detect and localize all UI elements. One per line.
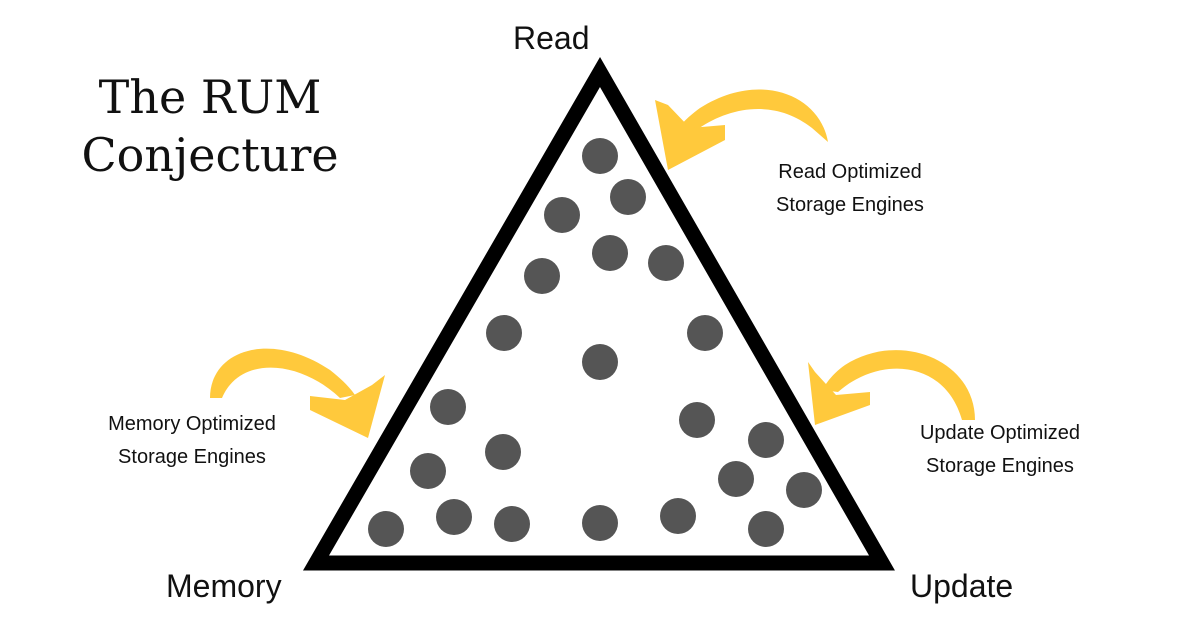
title-line-1: The RUM [98,70,322,124]
dot [660,498,696,534]
read-arrow-icon [655,89,828,170]
dot [368,511,404,547]
annotation-line: Read Optimized [778,161,922,183]
annotation-line: Memory Optimized [108,413,276,435]
annotation-update-optimized: Update Optimized Storage Engines [890,417,1110,483]
dot [410,453,446,489]
annotation-line: Update Optimized [919,422,1081,444]
dot [494,506,530,542]
dot [544,197,580,233]
dot [679,402,715,438]
dot [436,499,472,535]
dot [582,344,618,380]
dot [582,505,618,541]
vertex-label-read: Read [513,20,590,56]
storage-engine-dots [368,138,822,547]
dot [592,235,628,271]
update-arrow-icon [808,350,975,425]
dot [748,511,784,547]
annotation-line: Storage Engines [776,194,924,216]
annotation-read-optimized: Read Optimized Storage Engines [750,156,950,222]
dot [430,389,466,425]
title-line-2: Conjecture [81,128,339,182]
dot [582,138,618,174]
dot [718,461,754,497]
annotation-memory-optimized: Memory Optimized Storage Engines [82,408,302,474]
dot [524,258,560,294]
vertex-label-memory: Memory [166,568,282,604]
vertex-label-update: Update [910,568,1014,604]
dot [648,245,684,281]
dot [687,315,723,351]
dot [748,422,784,458]
dot [610,179,646,215]
memory-arrow-icon [210,348,385,438]
annotation-line: Storage Engines [118,446,266,468]
dot [786,472,822,508]
dot [485,434,521,470]
rum-triangle [302,56,895,571]
dot [486,315,522,351]
page-title: The RUM Conjecture [60,68,360,184]
annotation-line: Storage Engines [926,455,1074,477]
